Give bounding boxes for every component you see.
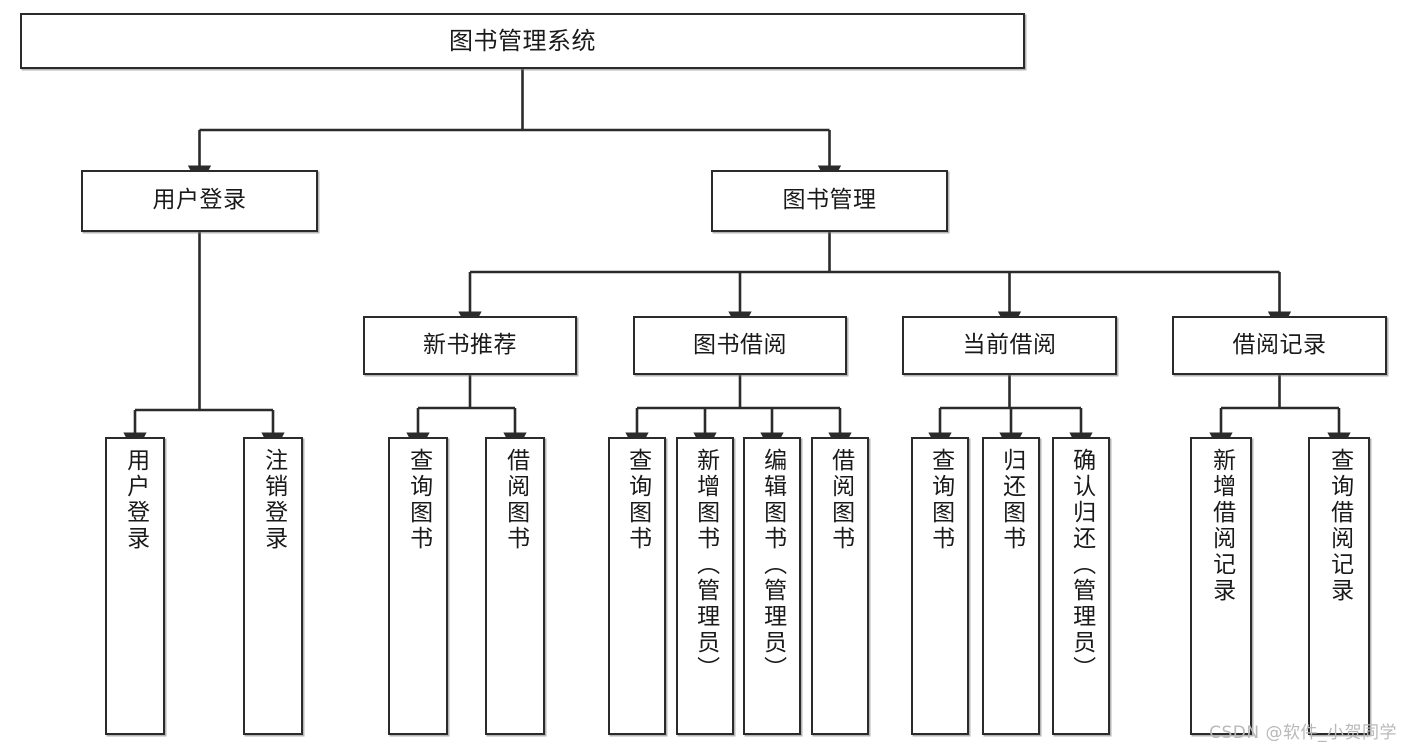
node-label: 新书推荐 bbox=[423, 331, 517, 358]
node-label: 归还图书 bbox=[998, 448, 1025, 552]
node-label: 新增图书（管理员） bbox=[692, 448, 719, 682]
node-root-book-management-system[interactable]: 图书管理系统 bbox=[20, 13, 1025, 69]
leaf-add-borrow-record[interactable]: 新增借阅记录 bbox=[1190, 437, 1252, 735]
leaf-borrow-book-recommend[interactable]: 借阅图书 bbox=[485, 437, 545, 735]
leaf-query-borrow-record[interactable]: 查询借阅记录 bbox=[1308, 437, 1370, 735]
node-user-login[interactable]: 用户登录 bbox=[81, 170, 318, 232]
node-label: 当前借阅 bbox=[962, 331, 1057, 358]
node-label: 编辑图书（管理员） bbox=[759, 448, 786, 682]
leaf-query-book-current[interactable]: 查询图书 bbox=[911, 437, 969, 735]
node-label: 查询图书 bbox=[927, 448, 954, 552]
node-new-book-recommend[interactable]: 新书推荐 bbox=[363, 316, 577, 375]
leaf-query-book-borrow[interactable]: 查询图书 bbox=[608, 437, 666, 735]
node-book-management[interactable]: 图书管理 bbox=[711, 170, 948, 232]
node-borrow-records[interactable]: 借阅记录 bbox=[1172, 316, 1387, 375]
node-label: 新增借阅记录 bbox=[1208, 448, 1235, 604]
node-label: 图书借阅 bbox=[693, 331, 787, 358]
node-label: 借阅图书 bbox=[502, 448, 529, 552]
node-label: 确认归还（管理员） bbox=[1068, 448, 1095, 682]
leaf-user-login[interactable]: 用户登录 bbox=[105, 437, 165, 735]
node-label: 用户登录 bbox=[122, 448, 149, 552]
node-label: 查询图书 bbox=[624, 448, 651, 552]
leaf-logout[interactable]: 注销登录 bbox=[243, 437, 303, 735]
node-label: 图书管理 bbox=[782, 187, 877, 214]
node-label: 借阅图书 bbox=[827, 448, 854, 552]
node-label: 查询图书 bbox=[405, 448, 432, 552]
node-book-borrow[interactable]: 图书借阅 bbox=[633, 316, 847, 375]
node-label: 注销登录 bbox=[260, 448, 287, 552]
node-current-borrow[interactable]: 当前借阅 bbox=[902, 316, 1117, 375]
leaf-confirm-return-admin[interactable]: 确认归还（管理员） bbox=[1052, 437, 1110, 735]
leaf-query-book-recommend[interactable]: 查询图书 bbox=[388, 437, 448, 735]
leaf-return-book[interactable]: 归还图书 bbox=[982, 437, 1040, 735]
node-label: 用户登录 bbox=[152, 187, 247, 214]
leaf-edit-book-admin[interactable]: 编辑图书（管理员） bbox=[743, 437, 801, 735]
leaf-borrow-book[interactable]: 借阅图书 bbox=[811, 437, 869, 735]
node-label: 查询借阅记录 bbox=[1326, 448, 1353, 604]
node-label: 借阅记录 bbox=[1232, 331, 1327, 358]
leaf-add-book-admin[interactable]: 新增图书（管理员） bbox=[676, 437, 734, 735]
node-label: 图书管理系统 bbox=[449, 26, 596, 55]
